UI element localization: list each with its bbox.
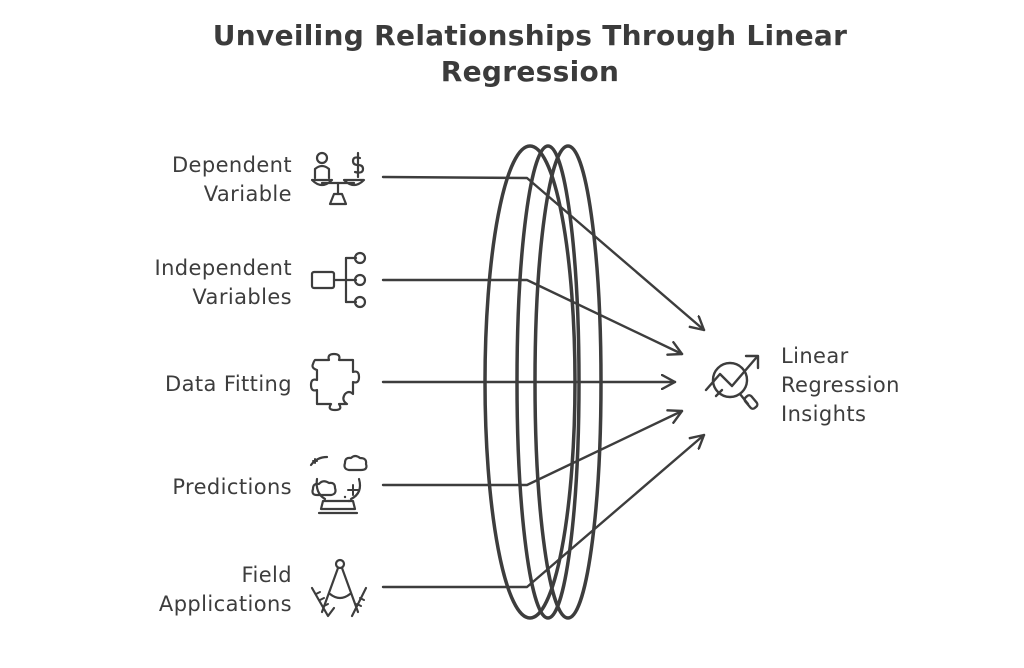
input-label-independent-variables: Independent Variables (154, 256, 292, 309)
title-line-1: Unveiling Relationships Through Linear (212, 19, 848, 52)
title-line-2: Regression (440, 55, 620, 88)
magnifier-trend-icon (704, 354, 760, 410)
balance-scale-icon (310, 151, 366, 206)
arrow-predictions (381, 411, 684, 487)
arrow-independent-variables (381, 278, 684, 354)
hierarchy-nodes-icon (310, 251, 367, 309)
input-label-field-applications: Field Applications (158, 563, 292, 616)
connector-arrows (381, 175, 706, 589)
input-label-predictions: Predictions (172, 475, 292, 499)
arrow-field-applications (381, 433, 706, 589)
diagram-title: Unveiling Relationships Through Linear R… (0, 18, 1024, 90)
crystal-ball-icon (309, 454, 368, 515)
input-label-data-fitting: Data Fitting (165, 372, 292, 396)
compass-ruler-icon (310, 558, 368, 618)
input-label-dependent-variable: Dependent Variable (171, 153, 292, 206)
output-label-linear-regression-insights: Linear Regression Insights (781, 344, 900, 426)
puzzle-piece-icon (309, 352, 361, 412)
arrow-dependent-variable (381, 175, 706, 332)
